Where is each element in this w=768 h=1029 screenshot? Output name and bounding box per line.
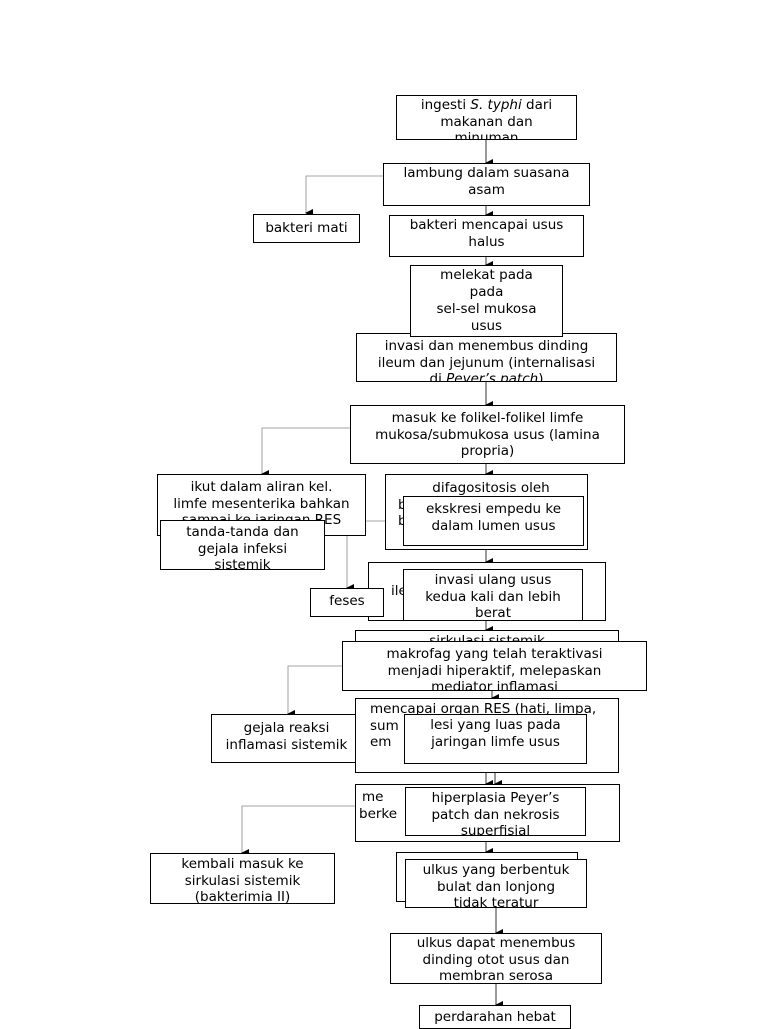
node-lambung: lambung dalam suasana asam — [383, 163, 590, 206]
node-melekat: melekat pada pada sel-sel mukosa usus — [410, 265, 563, 337]
node-ingesti-line3: minuman — [454, 130, 519, 140]
node-ulkus-menembus: ulkus dapat menembus dinding otot usus d… — [390, 933, 602, 984]
node-makrofag: makrofag yang telah teraktivasi menjadi … — [342, 641, 647, 691]
arrow-n20-n22 — [241, 805, 355, 857]
node-bakteri-mencapai: bakteri mencapai usus halus — [389, 215, 584, 257]
node-lesi: lesi yang luas pada jaringan limfe usus — [404, 714, 587, 764]
arrow-n2-n3 — [305, 175, 383, 217]
node-hiperplasia: hiperplasia Peyer’s patch dan nekrosis s… — [405, 787, 586, 836]
node-tanda-gejala: tanda-tanda dan gejala infeksi sistemik — [160, 520, 325, 570]
node-ekskresi-empedu: ekskresi empedu ke dalam lumen usus — [403, 496, 584, 546]
node-masuk-folikel: masuk ke folikel-folikel limfe mukosa/su… — [350, 405, 625, 464]
node-invasi-dinding: invasi dan menembus dinding ileum dan je… — [356, 333, 617, 382]
node-ingesti-line2: makanan dan — [440, 113, 533, 130]
node-perdarahan: perdarahan hebat — [419, 1005, 571, 1029]
node-kembali-masuk: kembali masuk ke sirkulasi sistemik (bak… — [150, 853, 335, 904]
node-feses: feses — [310, 588, 384, 617]
arrow-n7-n8 — [261, 427, 350, 478]
node-gejala-reaksi: gejala reaksi inflamasi sistemik — [211, 714, 362, 763]
node-ingesti: S. typhiingesti S. typhi dari makanan da… — [396, 95, 577, 140]
arrow-n16-n17 — [287, 665, 342, 718]
species-name: S. typhi — [470, 97, 522, 113]
node-bakteri-mati: bakteri mati — [253, 214, 360, 243]
node-ulkus-berbentuk: ulkus yang berbentuk bulat dan lonjong t… — [405, 859, 587, 908]
node-invasi-ulang: invasi ulang usus kedua kali dan lebih b… — [403, 569, 583, 621]
